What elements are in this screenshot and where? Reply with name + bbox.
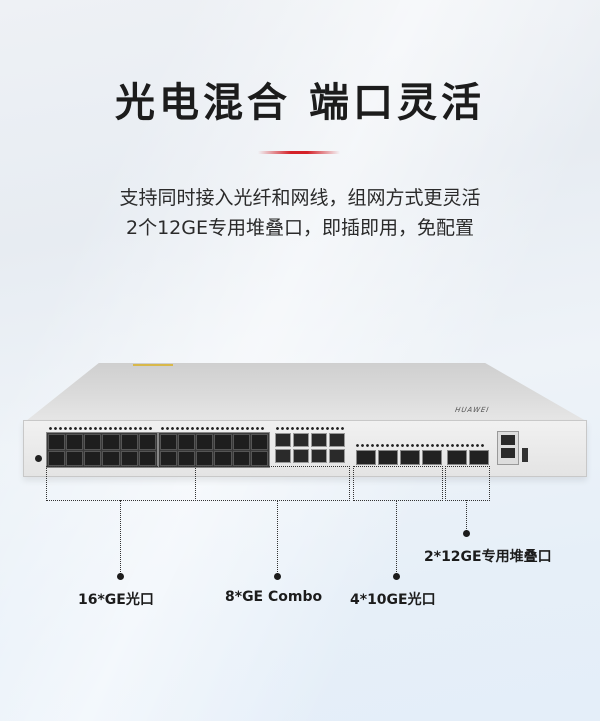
led-row-1 <box>48 427 153 430</box>
callout-dot-16ge <box>117 573 124 580</box>
callout-label-16ge: 16*GE光口 <box>78 592 154 608</box>
callout-box-16ge <box>46 466 196 501</box>
subtitle-line-1: 支持同时接入光纤和网线，组网方式更灵活 <box>119 187 481 209</box>
console-ports <box>497 431 519 465</box>
subtitle-line-2: 2个12GE专用堆叠口，即插即用，免配置 <box>126 217 474 239</box>
port-10ge-4 <box>422 450 442 465</box>
led-row-4 <box>355 444 485 447</box>
rj45-combo-ports <box>275 433 345 463</box>
switch-top-cover <box>26 363 586 421</box>
reset-button <box>35 455 42 462</box>
brand-logo: HUAWEI <box>453 406 491 414</box>
usb-port <box>522 448 528 462</box>
port-stack-1 <box>447 450 467 465</box>
callout-line-combo <box>277 500 278 576</box>
sfp-group-1 <box>46 432 158 468</box>
title-divider <box>258 151 340 154</box>
callout-box-10ge <box>353 466 443 501</box>
port-10ge-3 <box>400 450 420 465</box>
callout-line-10ge <box>396 500 397 576</box>
callout-box-stack <box>445 466 490 501</box>
callout-line-stack <box>466 500 467 533</box>
callout-box-combo <box>195 466 350 501</box>
callout-label-stack: 2*12GE专用堆叠口 <box>424 549 552 565</box>
switch-label-strip <box>133 364 173 366</box>
callout-label-10ge: 4*10GE光口 <box>350 592 436 608</box>
port-stack-2 <box>469 450 489 465</box>
callout-label-combo: 8*GE Combo <box>225 589 323 605</box>
sfp-group-2 <box>158 432 270 468</box>
callout-dot-stack <box>463 530 470 537</box>
led-row-2 <box>160 427 265 430</box>
port-10ge-2 <box>378 450 398 465</box>
callout-dot-combo <box>274 573 281 580</box>
page-title: 光电混合 端口灵活 <box>115 80 485 126</box>
callout-line-16ge <box>120 500 121 576</box>
port-10ge-1 <box>356 450 376 465</box>
callout-dot-10ge <box>393 573 400 580</box>
led-row-3 <box>275 427 345 430</box>
